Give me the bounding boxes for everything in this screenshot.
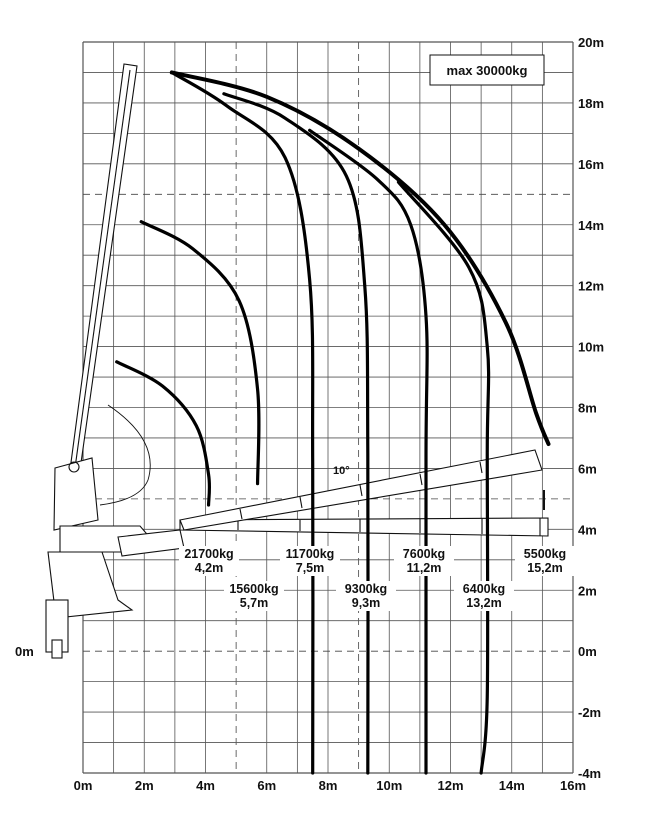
y-tick-label: 2m: [578, 583, 597, 598]
x-tick-label: 10m: [376, 778, 402, 793]
load-curve: [308, 128, 429, 775]
axis-ticks: 0m 2m 4m 6m 8m 10m 12m 14m 16m 20m 18m 16m 14m 12m 10m…: [15, 35, 604, 793]
y-tick-label: -2m: [578, 705, 601, 720]
load-value: 15600kg: [229, 582, 278, 596]
max-load-box: max 30000kg: [429, 54, 545, 86]
load-curve: [115, 360, 212, 507]
x-tick-label: 16m: [560, 778, 586, 793]
y-tick-label: -4m: [578, 766, 601, 781]
reach-value: 7,5m: [296, 561, 325, 575]
load-curve: [169, 70, 551, 447]
x-tick-label: 8m: [319, 778, 338, 793]
x-tick-label: 14m: [499, 778, 525, 793]
y-tick-label: 6m: [578, 461, 597, 476]
reach-value: 11,2m: [407, 561, 442, 575]
x-tick-label: 2m: [135, 778, 154, 793]
x-tick-label: 0m: [74, 778, 93, 793]
load-curves: [115, 70, 551, 775]
reach-value: 13,2m: [466, 596, 501, 610]
reach-value: 5,7m: [240, 596, 269, 610]
x-tick-label: 12m: [437, 778, 463, 793]
load-label-bg: [336, 581, 396, 611]
crane-illustration: [45, 63, 549, 659]
x-tick-label: 6m: [257, 778, 276, 793]
y-tick-label: 20m: [578, 35, 604, 50]
x-tick-label: 4m: [196, 778, 215, 793]
load-value: 5500kg: [524, 547, 566, 561]
reach-value: 15,2m: [527, 561, 562, 575]
load-curve: [139, 220, 261, 486]
load-curve: [170, 70, 315, 775]
y-tick-label: 8m: [578, 401, 597, 416]
load-value: 9300kg: [345, 582, 387, 596]
y-tick-label: 18m: [578, 96, 604, 111]
load-value: 6400kg: [463, 582, 505, 596]
load-value: 21700kg: [184, 547, 233, 561]
load-label-bg: [394, 546, 454, 576]
load-label-bg: [179, 546, 239, 576]
reach-value: 9,3m: [352, 596, 381, 610]
y-tick-label: 4m: [578, 522, 597, 537]
max-load-label: max 30000kg: [447, 63, 528, 78]
load-label-bg: [224, 581, 284, 611]
y-tick-label: 16m: [578, 157, 604, 172]
load-label-bg: [280, 546, 340, 576]
reach-value: 4,2m: [195, 561, 224, 575]
load-value: 7600kg: [403, 547, 445, 561]
y-tick-label: 0m: [578, 644, 597, 659]
y-tick-label: 14m: [578, 218, 604, 233]
y-tick-label: 12m: [578, 279, 604, 294]
angle-label: 10°: [333, 465, 350, 477]
load-label-bg: [515, 546, 575, 576]
load-curve: [222, 92, 370, 775]
load-value: 11700kg: [286, 547, 335, 561]
y-tick-label-left: 0m: [15, 644, 34, 659]
load-label-bg: [454, 581, 514, 611]
load-curve: [396, 180, 491, 775]
y-tick-label: 10m: [578, 340, 604, 355]
